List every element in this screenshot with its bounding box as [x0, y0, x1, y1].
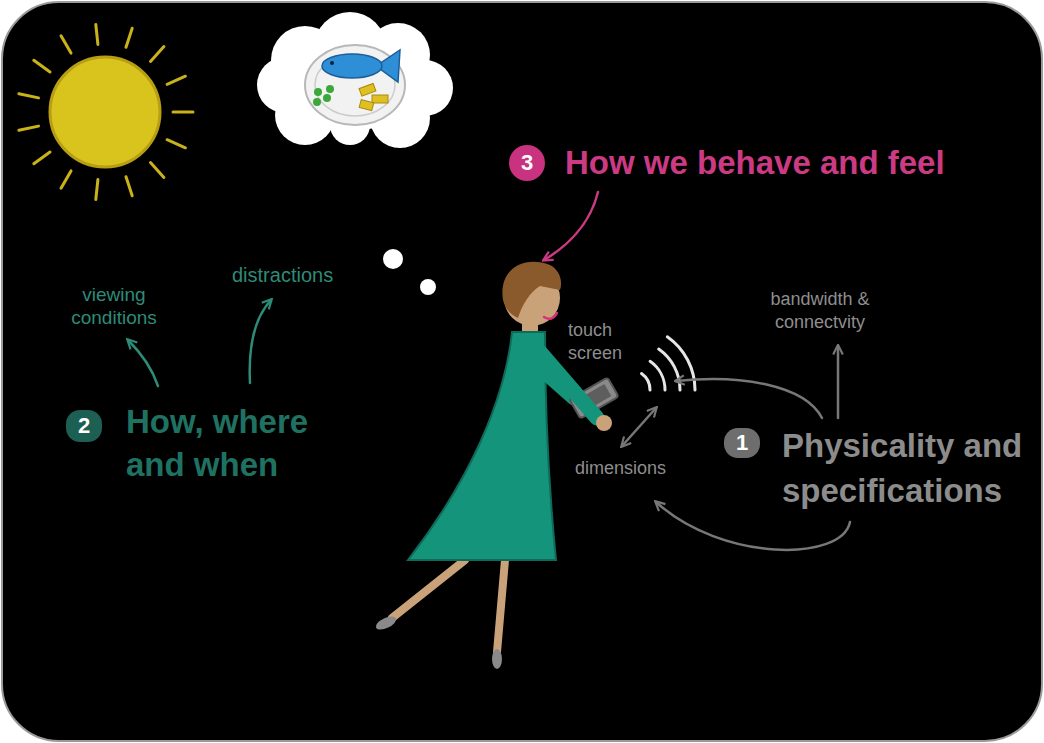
callout-heading: 1 Physicality and specifications — [724, 423, 1034, 513]
callout-heading: 2 How, where and when — [66, 400, 341, 486]
heading-text: How we behave and feel — [565, 141, 985, 185]
callout-number: 1 — [724, 428, 760, 458]
dimension-arrow — [622, 408, 656, 446]
plate-of-fish — [305, 45, 405, 125]
heading-text: Physicality and specifications — [782, 423, 1034, 513]
callout-number: 2 — [66, 410, 102, 442]
annotation-label: viewing conditions — [58, 283, 170, 329]
heading-text: How, where and when — [126, 400, 341, 486]
signal-waves — [642, 337, 696, 390]
annotation-label: bandwidth & connectvity — [745, 288, 895, 334]
annotation-label: touch screen — [568, 319, 638, 365]
thought-bubble — [257, 12, 453, 295]
callout-heading: 3 How we behave and feel — [509, 141, 985, 185]
sun — [19, 25, 193, 200]
callout-number: 3 — [509, 145, 545, 181]
annotation-label: distractions — [232, 263, 362, 287]
annotation-label: dimensions — [575, 457, 695, 480]
leader-arrows — [128, 192, 850, 550]
